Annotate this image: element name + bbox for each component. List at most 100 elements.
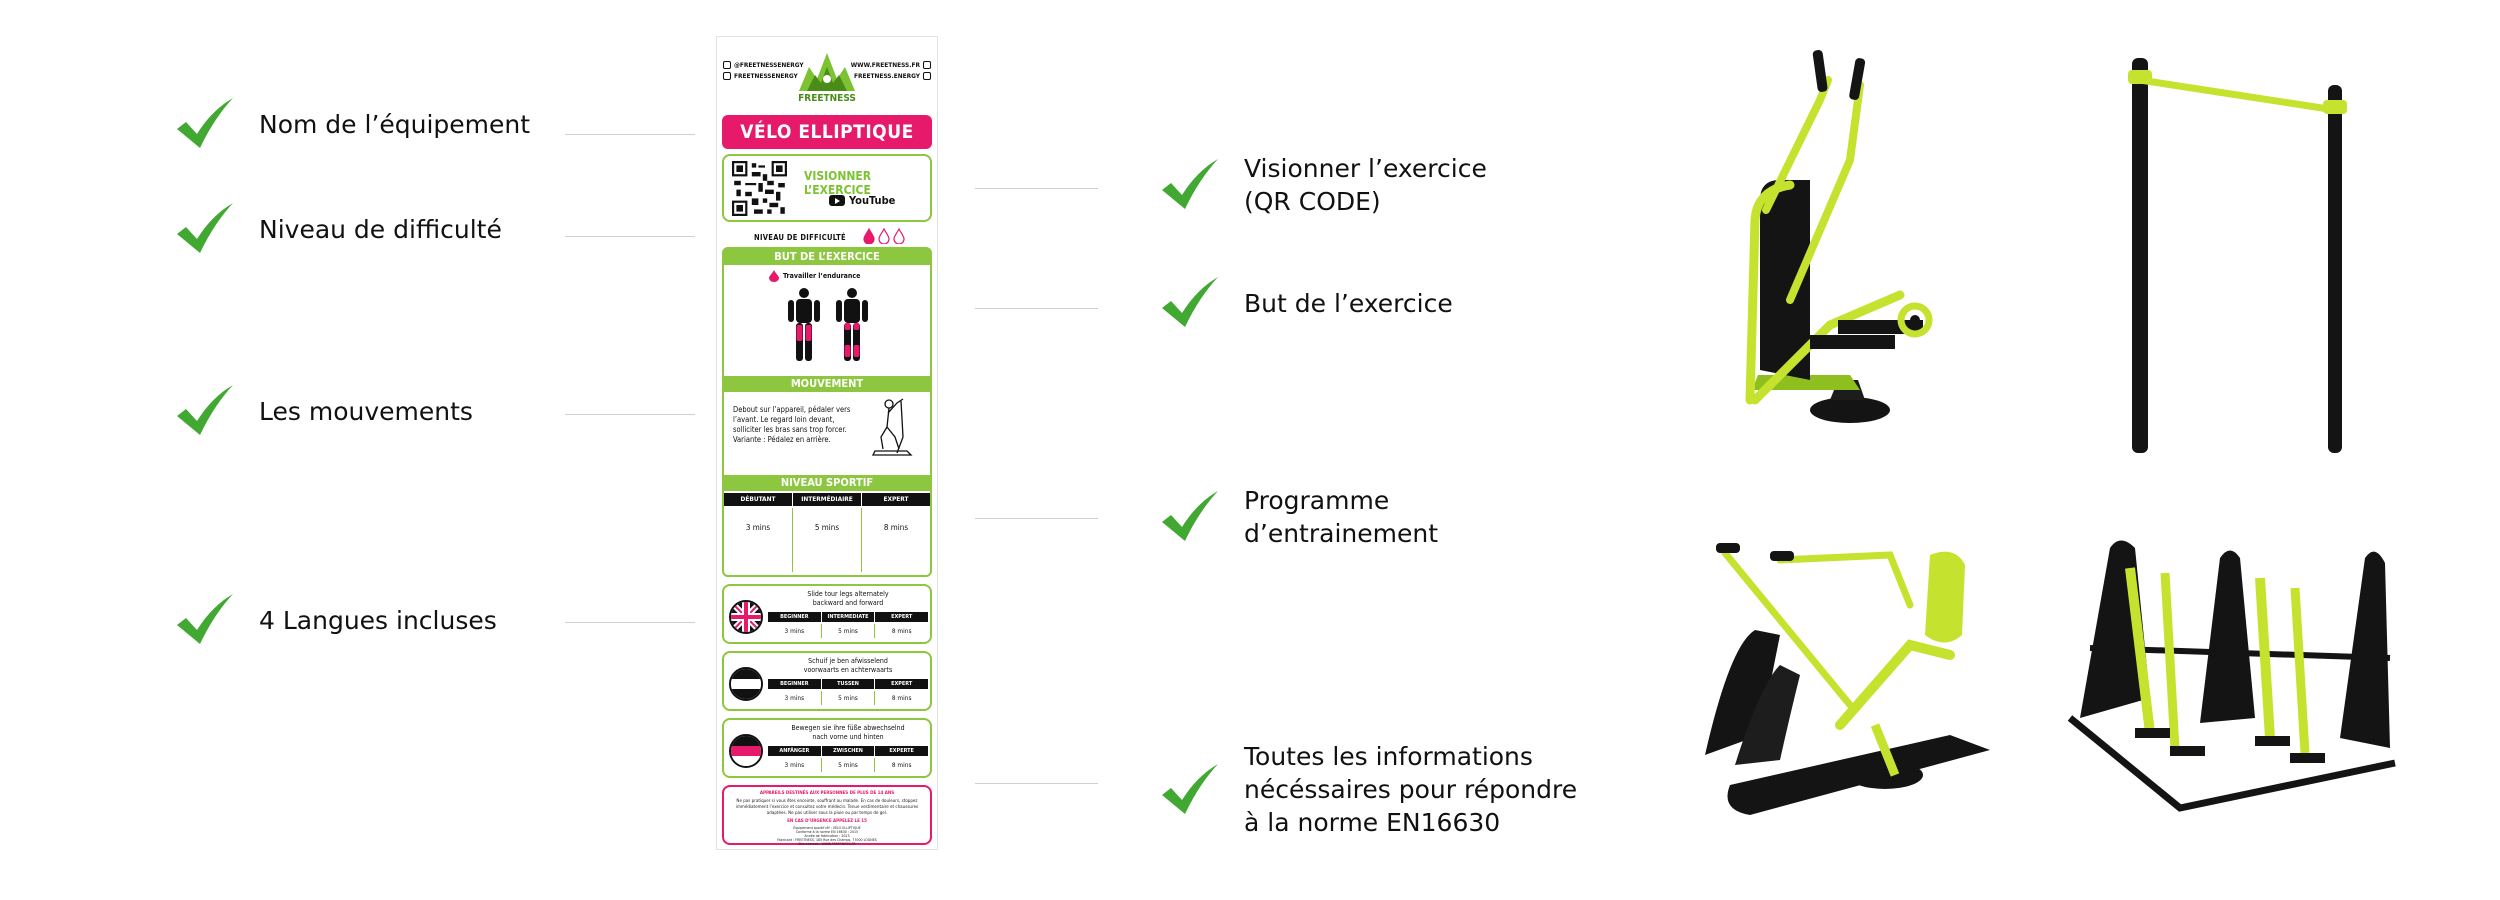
feature-label: Visionner l’exercice (QR CODE) bbox=[1244, 154, 1487, 216]
language-english: Slide tour legs alternately backward and… bbox=[722, 584, 932, 644]
language-value: 8 mins bbox=[891, 694, 912, 702]
language-column: EXPERT bbox=[891, 681, 913, 687]
feature-label: Niveau de difficulté bbox=[259, 214, 502, 244]
social-text: FREETNESSENERGY bbox=[734, 72, 798, 80]
level-header: NIVEAU SPORTIF bbox=[724, 475, 930, 491]
leader-line bbox=[975, 188, 1098, 189]
uk-flag-icon bbox=[729, 600, 763, 634]
feature-goal: But de l’exercice bbox=[1158, 275, 1453, 331]
globe-icon bbox=[923, 61, 931, 69]
exercise-box bbox=[722, 247, 932, 577]
double-air-walker-image bbox=[2067, 540, 2396, 812]
feature-equipment-name: Nom de l’équipement bbox=[173, 96, 530, 152]
youtube-icon bbox=[829, 195, 845, 206]
difficulty-drop-2 bbox=[878, 228, 890, 244]
check-icon bbox=[1162, 159, 1218, 209]
language-value: 3 mins bbox=[768, 691, 822, 705]
feature-movements: Les mouvements bbox=[173, 383, 473, 439]
feature-norm: Toutes les informations nécéssaires pour… bbox=[1158, 740, 1577, 839]
language-title: Schuif je ben afwisselend voorwaarts en … bbox=[803, 657, 893, 674]
level-value: 8 mins bbox=[883, 523, 909, 532]
difficulty-drop-3 bbox=[893, 228, 905, 244]
language-column: EXPERT bbox=[891, 614, 913, 620]
language-title: Slide tour legs alternately backward and… bbox=[807, 590, 889, 607]
language-german: Bewegen sie ihre füße abwechselnd nach v… bbox=[722, 718, 932, 778]
equipment-title: VÉLO ELLIPTIQUE bbox=[722, 115, 932, 149]
level-value: 3 mins bbox=[724, 508, 793, 572]
social-website: WWW.FREETNESS.FR bbox=[851, 61, 931, 69]
difficulty-label: NIVEAU DE DIFFICULTÉ bbox=[754, 233, 846, 242]
language-column: BEGINNER bbox=[768, 679, 822, 689]
leader-line bbox=[565, 622, 695, 623]
movement-text: Debout sur l’appareil, pédaler vers l’av… bbox=[733, 405, 851, 444]
muscle-figure-icon bbox=[788, 288, 868, 361]
nl-flag-icon bbox=[729, 667, 763, 701]
language-value: 5 mins bbox=[822, 758, 876, 772]
social-text: WWW.FREETNESS.FR bbox=[850, 61, 920, 69]
movement-header: MOUVEMENT bbox=[724, 376, 930, 392]
level-table-row: 3 mins 5 mins 8 mins bbox=[724, 508, 930, 572]
language-column: BEGINNER bbox=[768, 612, 822, 622]
movement-illustration-icon bbox=[871, 398, 913, 456]
video-box[interactable]: VISIONNER L’EXERCICE YouTube bbox=[722, 154, 932, 222]
social-youtube: FREETNESSENERGY bbox=[723, 72, 798, 80]
pink-drop-icon bbox=[769, 270, 779, 282]
language-dutch: Schuif je ben afwisselend voorwaarts en … bbox=[722, 651, 932, 711]
norm-box: APPAREILS DESTINÉS AUX PERSONNES DE PLUS… bbox=[722, 785, 932, 846]
language-column: TUSSEN bbox=[822, 679, 876, 689]
check-icon bbox=[1162, 491, 1218, 541]
feature-label: Les mouvements bbox=[259, 396, 473, 426]
level-column: EXPERT bbox=[883, 495, 909, 503]
youtube-icon bbox=[723, 72, 731, 80]
feature-label: But de l’exercice bbox=[1244, 288, 1453, 318]
social-text: @FREETNESSENERGY bbox=[734, 61, 804, 69]
norm-body: Ne pas pratiquer si vous êtes enceinte, … bbox=[735, 799, 919, 816]
level-column: INTERMÉDIAIRE bbox=[793, 493, 862, 506]
norm-footer: Équipement sportif réf : VÉLO ELLIPTIQUE… bbox=[777, 826, 877, 846]
elliptical-bike-image bbox=[1745, 50, 1933, 423]
qr-code-icon[interactable] bbox=[732, 161, 787, 216]
facebook-icon bbox=[923, 72, 931, 80]
language-value: 5 mins bbox=[822, 624, 876, 638]
check-icon bbox=[177, 385, 233, 435]
brand-name: FREETNESS bbox=[798, 93, 856, 104]
norm-emergency: EN CAS D’URGENCE APPELEZ LE 15 bbox=[787, 819, 867, 824]
feature-program: Programme d’entrainement bbox=[1158, 484, 1438, 550]
pull-up-bar-image bbox=[2128, 58, 2347, 453]
freetness-logo-icon bbox=[799, 53, 855, 91]
check-icon bbox=[1162, 763, 1218, 814]
feature-label: Nom de l’équipement bbox=[259, 109, 531, 139]
language-column: EXPERTE bbox=[889, 748, 914, 754]
feature-video: Visionner l’exercice (QR CODE) bbox=[1158, 152, 1487, 218]
feature-label: Programme d’entrainement bbox=[1244, 486, 1438, 548]
leader-line bbox=[565, 414, 695, 415]
level-table-header: DÉBUTANT INTERMÉDIAIRE EXPERT bbox=[724, 493, 930, 506]
level-value: 5 mins bbox=[793, 508, 862, 572]
language-column: ZWISCHEN bbox=[822, 746, 876, 756]
feature-label: 4 Langues incluses bbox=[259, 605, 497, 635]
leader-line bbox=[975, 308, 1098, 309]
leader-line bbox=[975, 783, 1098, 784]
leader-line bbox=[565, 236, 695, 237]
language-column: INTERMEDIATE bbox=[822, 612, 876, 622]
de-flag-icon bbox=[729, 734, 763, 768]
feature-languages: 4 Langues incluses bbox=[173, 592, 497, 648]
youtube-badge[interactable]: YouTube bbox=[829, 194, 895, 207]
language-value: 5 mins bbox=[822, 691, 876, 705]
feature-difficulty: Niveau de difficulté bbox=[173, 201, 502, 257]
social-text: FREETNESS.ENERGY bbox=[853, 72, 920, 80]
leader-line bbox=[565, 134, 695, 135]
check-icon bbox=[177, 98, 233, 148]
language-value: 8 mins bbox=[891, 627, 912, 635]
instagram-icon bbox=[723, 61, 731, 69]
language-title: Bewegen sie ihre füße abwechselnd nach v… bbox=[791, 724, 905, 741]
language-value: 3 mins bbox=[768, 624, 822, 638]
difficulty-drop-1 bbox=[863, 228, 875, 244]
language-value: 8 mins bbox=[891, 761, 912, 769]
youtube-text: YouTube bbox=[849, 194, 896, 207]
